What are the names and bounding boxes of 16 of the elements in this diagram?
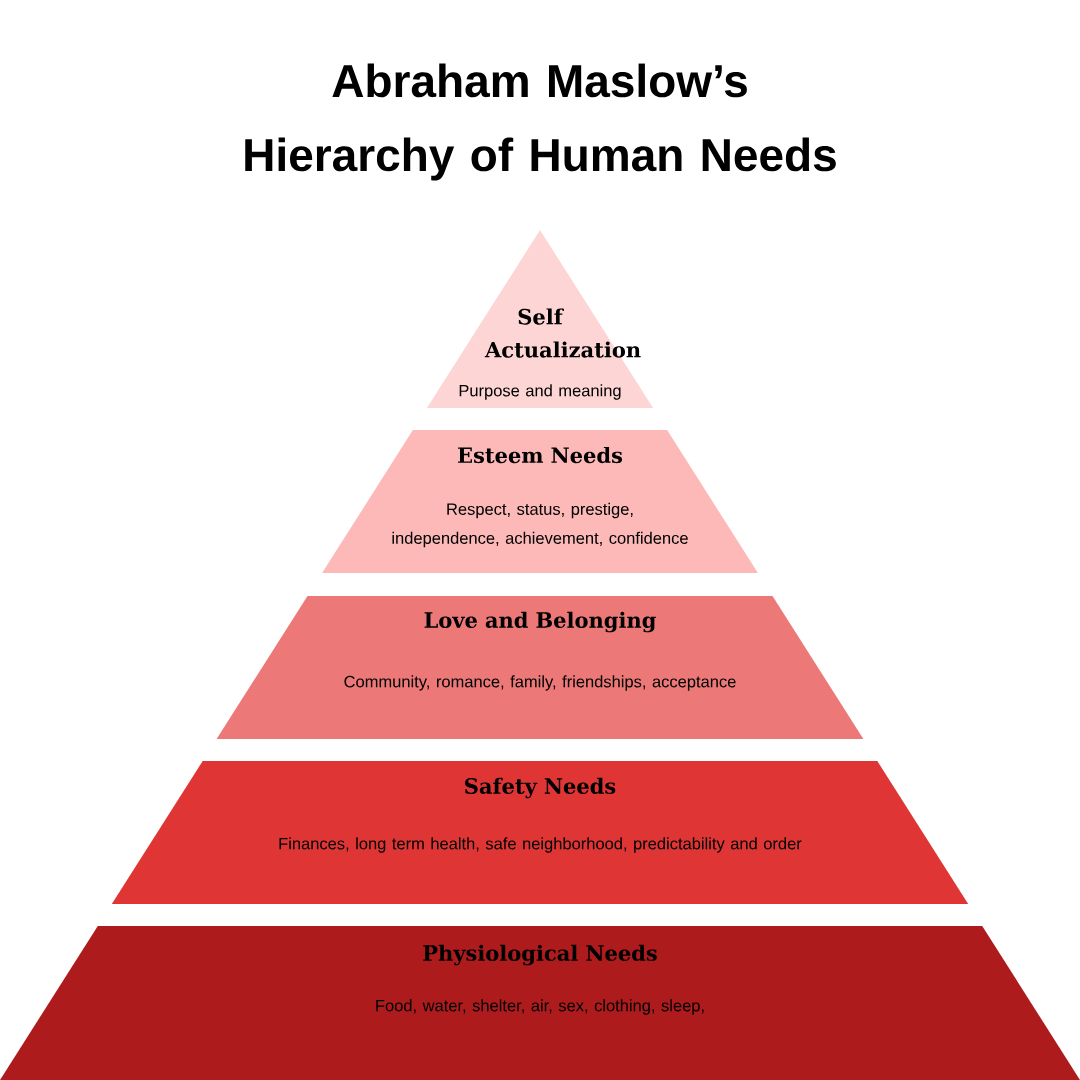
pyramid-level [426, 230, 654, 408]
level-heading: Esteem Needs [458, 446, 623, 464]
level-heading: Physiological Needs [423, 944, 657, 966]
pyramid-level [216, 596, 864, 739]
level-description: Purpose and meaning [459, 384, 621, 400]
level-heading: Self Actualization [484, 308, 641, 358]
pyramid-level [0, 926, 1080, 1080]
level-heading: Safety Needs [465, 777, 616, 799]
pyramid-level [111, 761, 969, 904]
level-heading: Love and Belonging [424, 611, 656, 633]
level-description: Finances, long term health, safe neighborhood, predictability and order [279, 837, 802, 853]
level-description: Food, water, shelter, air, sex, clothing, sleep, [376, 999, 704, 1015]
level-description: Community, romance, family, friendships, acceptance [344, 675, 736, 691]
title: Abraham Maslow’s Hierarchy of Human Needs [245, 63, 836, 181]
level-description: Respect, status, prestige, independence, achievement, confidence [392, 502, 688, 548]
pyramid-level [322, 430, 758, 573]
